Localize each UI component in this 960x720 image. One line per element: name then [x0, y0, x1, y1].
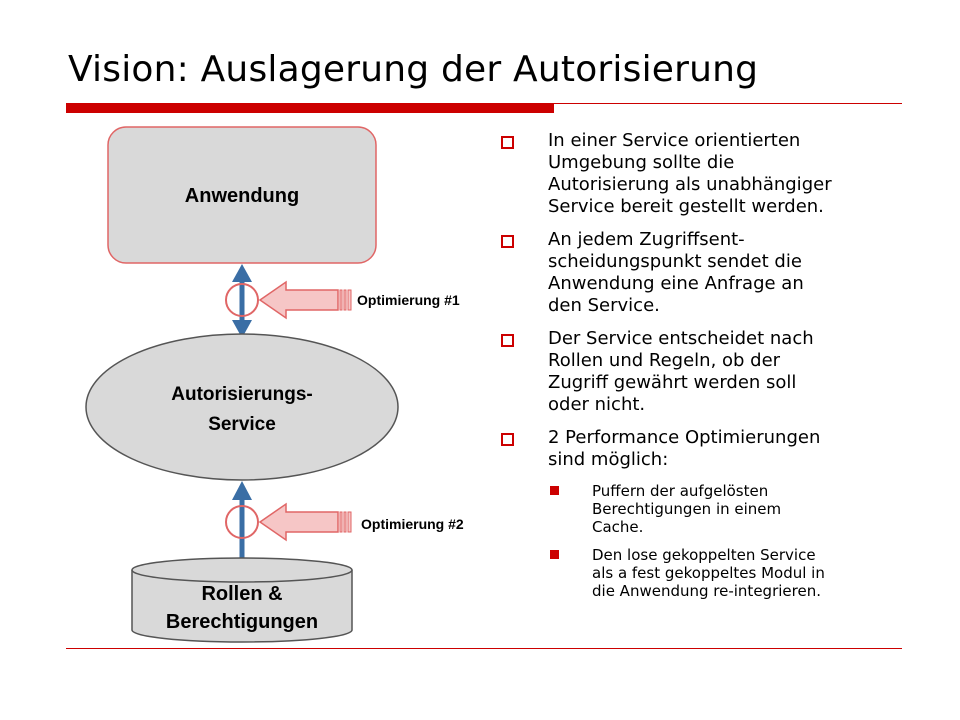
anwendung-label: Anwendung	[185, 185, 299, 207]
bullet-line: den Service.	[548, 295, 660, 316]
autorisierungs-service-ellipse	[85, 333, 399, 481]
optimierung-arrow-2	[258, 502, 352, 542]
sub-bullet-item: Den lose gekoppelten Service als a fest …	[496, 546, 906, 600]
db-label-line2: Berechtigungen	[166, 611, 318, 633]
bullet-line: Service bereit gestellt werden.	[548, 196, 824, 217]
bullet-box-icon	[501, 136, 514, 149]
bullet-item: Der Service entscheidet nach Rollen und …	[496, 328, 906, 416]
bullet-line: oder nicht.	[548, 394, 646, 415]
check-circle-2	[225, 505, 259, 539]
bullet-box-icon	[501, 334, 514, 347]
sub-bullet-line: Den lose gekoppelten Service	[592, 546, 816, 564]
database-cylinder	[131, 557, 353, 643]
bullet-line: Der Service entscheidet nach	[548, 328, 814, 349]
sub-bullet-square-icon	[550, 486, 559, 495]
service-label-line1: Autorisierungs-	[171, 384, 312, 405]
service-label-line2: Service	[208, 414, 276, 435]
sub-bullet-line: die Anwendung re-integrieren.	[592, 582, 821, 600]
optimierung-arrow-1	[258, 280, 352, 320]
bullet-line: In einer Service orientierten	[548, 130, 801, 151]
bullet-list: In einer Service orientierten Umgebung s…	[496, 130, 906, 610]
bullet-item: 2 Performance Optimierungen sind möglich…	[496, 427, 906, 471]
bullet-box-icon	[501, 433, 514, 446]
optimierung-1-label: Optimierung #1	[357, 292, 460, 308]
bullet-line: Umgebung sollte die	[548, 152, 735, 173]
bullet-line: scheidungspunkt sendet die	[548, 251, 802, 272]
bullet-line: 2 Performance Optimierungen	[548, 427, 821, 448]
sub-bullet-line: als a fest gekoppeltes Modul in	[592, 564, 825, 582]
sub-bullet-line: Berechtigungen in einem	[592, 500, 782, 518]
bullet-line: An jedem Zugriffsent-	[548, 229, 745, 250]
title-accent-bar	[66, 103, 554, 113]
sub-bullet-square-icon	[550, 550, 559, 559]
bullet-line: sind möglich:	[548, 449, 669, 470]
bullet-item: An jedem Zugriffsent- scheidungspunkt se…	[496, 229, 906, 317]
arrow-up-bottom	[232, 481, 252, 560]
bullet-item: In einer Service orientierten Umgebung s…	[496, 130, 906, 218]
double-arrow-top	[232, 264, 252, 338]
sub-bullet-line: Puffern der aufgelösten	[592, 482, 769, 500]
bullet-line: Anwendung eine Anfrage an	[548, 273, 804, 294]
bullet-line: Autorisierung als unabhängiger	[548, 174, 832, 195]
optimierung-2-label: Optimierung #2	[361, 516, 464, 532]
sub-bullet-line: Cache.	[592, 518, 644, 536]
footer-line	[66, 648, 902, 649]
anwendung-box	[107, 126, 377, 264]
sub-bullet-item: Puffern der aufgelösten Berechtigungen i…	[496, 482, 906, 536]
bullet-line: Rollen und Regeln, ob der	[548, 350, 781, 371]
check-circle-1	[225, 283, 259, 317]
bullet-box-icon	[501, 235, 514, 248]
slide-title: Vision: Auslagerung der Autorisierung	[68, 49, 759, 90]
bullet-line: Zugriff gewährt werden soll	[548, 372, 797, 393]
db-label-line1: Rollen &	[201, 583, 282, 605]
